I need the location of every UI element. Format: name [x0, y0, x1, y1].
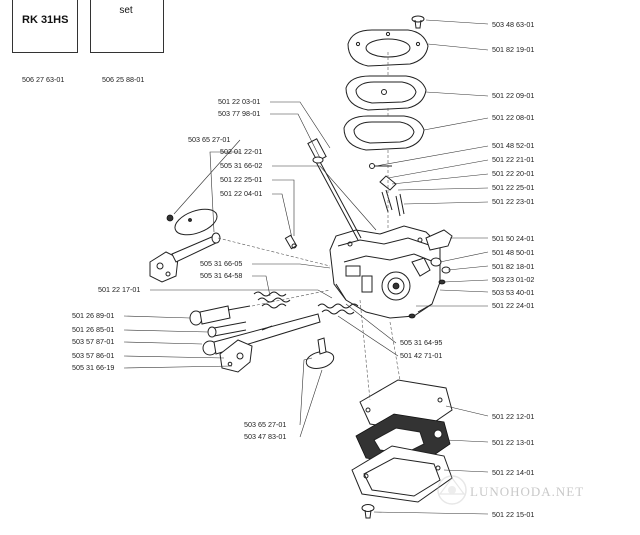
label-501-82-19-01: 501 82 19-01 — [492, 45, 534, 54]
inlet-fitting — [425, 229, 453, 285]
gasket-set-part-number: 506 25 88-01 — [102, 75, 144, 84]
label-501-42-71-01: 501 42 71-01 — [400, 351, 442, 360]
pump-diaphragm — [345, 75, 427, 111]
label-501-22-03-01: 501 22 03-01 — [218, 97, 260, 106]
watermark-logo-icon — [437, 475, 467, 505]
label-505-31-64-58: 505 31 64-58 — [200, 271, 242, 280]
bottom-center-labels: 503 65 27-01 503 47 83-01 — [244, 420, 286, 441]
label-501-22-08-01: 501 22 08-01 — [492, 113, 534, 122]
repair-kit-name: RK 31HS — [22, 14, 69, 26]
label-503-57-86-01: 503 57 86-01 — [72, 351, 114, 360]
mid-left-labels: 505 31 66-05 505 31 64-58 — [200, 259, 242, 280]
label-501-22-04-01: 501 22 04-01 — [220, 189, 262, 198]
label-503-23-01-02: 503 23 01-02 — [492, 275, 534, 284]
label-501-22-25-01-right: 501 22 25-01 — [492, 183, 534, 192]
springs — [253, 291, 359, 315]
label-505-31-66-02: 505 31 66-02 — [220, 161, 262, 170]
label-501-22-09-01: 501 22 09-01 — [492, 91, 534, 100]
repair-kit-box — [12, 0, 78, 53]
watermark: LUNOHODA.NET — [437, 475, 584, 505]
center-labels: 505 31 64-95 501 42 71-01 — [400, 338, 442, 360]
label-505-31-64-95: 505 31 64-95 — [400, 338, 442, 347]
label-501-22-23-01: 501 22 23-01 — [492, 197, 534, 206]
label-503-53-40-01: 503 53 40-01 — [492, 288, 534, 297]
label-501-26-89-01: 501 26 89-01 — [72, 311, 114, 320]
label-503-57-87-01: 503 57 87-01 — [72, 337, 114, 346]
right-leaders — [373, 19, 489, 515]
small-nut-right — [408, 313, 416, 319]
adjust-screw-low — [207, 321, 247, 338]
small-screw-left — [166, 214, 174, 222]
pump-gasket — [343, 115, 425, 151]
pump-cover — [347, 29, 429, 67]
gasket-set-caption: set — [119, 5, 133, 16]
repair-kit-part-number: 506 27 63-01 — [22, 75, 64, 84]
label-501-22-15-01: 501 22 15-01 — [492, 510, 534, 519]
bottom-screw — [361, 504, 375, 519]
label-501-48-50-01: 501 48 50-01 — [492, 248, 534, 257]
gasket-set-box — [90, 0, 164, 53]
label-501-22-17-01: 501 22 17-01 — [98, 285, 140, 294]
right-label-column: 503 48 63-01 501 82 19-01 501 22 09-01 5… — [492, 20, 534, 519]
small-pin — [284, 234, 298, 250]
label-503-77-98-01: 503 77 98-01 — [218, 109, 260, 118]
left-leaders — [123, 101, 399, 438]
label-501-22-25-01-left: 501 22 25-01 — [220, 175, 262, 184]
label-502-01-22-01: 502 01 22-01 — [220, 147, 262, 156]
label-503-65-27-01-lower: 503 65 27-01 — [244, 420, 286, 429]
metering-lever — [305, 337, 335, 369]
throttle-lever — [149, 232, 221, 283]
label-501-50-24-01: 501 50 24-01 — [492, 234, 534, 243]
choke-rod — [307, 138, 362, 241]
carburetor-body — [329, 225, 441, 319]
lower-left-labels: 501 22 17-01 501 26 89-01 501 26 85-01 5… — [72, 285, 140, 372]
label-501-22-24-01: 501 22 24-01 — [492, 301, 534, 310]
label-501-26-85-01: 501 26 85-01 — [72, 325, 114, 334]
metering-diaphragm — [359, 379, 453, 433]
label-501-22-21-01: 501 22 21-01 — [492, 155, 534, 164]
throttle-arm — [219, 339, 253, 373]
label-501-48-52-01: 501 48 52-01 — [492, 141, 534, 150]
throttle-valve — [174, 208, 218, 236]
label-501-82-18-01: 501 82 18-01 — [492, 262, 534, 271]
metering-cover — [351, 445, 453, 503]
label-501-22-13-01: 501 22 13-01 — [492, 438, 534, 447]
screw-top — [411, 15, 425, 29]
label-505-31-66-19: 505 31 66-19 — [72, 363, 114, 372]
label-503-65-27-01-upper: 503 65 27-01 — [188, 135, 230, 144]
label-501-22-14-01: 501 22 14-01 — [492, 468, 534, 477]
label-501-22-12-01: 501 22 12-01 — [492, 412, 534, 421]
adjust-screw-high — [189, 305, 251, 326]
label-505-31-66-05: 505 31 66-05 — [200, 259, 242, 268]
label-503-48-63-01: 503 48 63-01 — [492, 20, 534, 29]
label-501-22-20-01: 501 22 20-01 — [492, 169, 534, 178]
upper-left-labels: 501 22 03-01 503 77 98-01 503 65 27-01 5… — [188, 97, 262, 198]
watermark-text: LUNOHODA.NET — [470, 484, 584, 499]
label-503-47-83-01: 503 47 83-01 — [244, 432, 286, 441]
